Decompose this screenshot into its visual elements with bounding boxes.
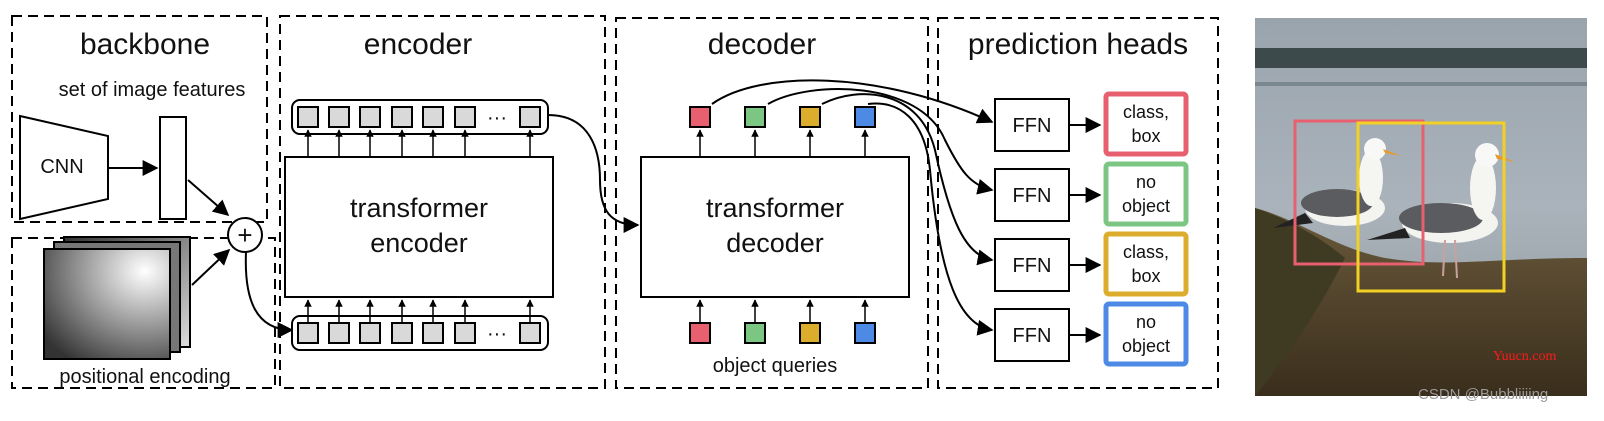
query-4-to-ffn-4 <box>867 102 994 336</box>
prediction-line2: object <box>1122 196 1170 216</box>
prediction-heads-title: prediction heads <box>968 28 1188 61</box>
right-gull-head <box>1475 143 1499 167</box>
encoder-input-token <box>422 322 444 344</box>
plus-to-encoder-arrow <box>244 251 294 338</box>
encoder-input-token <box>519 322 541 344</box>
image-features-label: set of image features <box>59 79 246 101</box>
prediction-output <box>1103 301 1189 367</box>
left-gull-head <box>1364 138 1386 160</box>
backbone-section <box>11 15 268 223</box>
bbox-right-gull <box>1356 121 1506 293</box>
left-gull-tail <box>1273 213 1313 228</box>
query-2-to-ffn-2 <box>767 88 994 195</box>
encoder-title: encoder <box>364 28 472 61</box>
encoder-section <box>279 15 606 389</box>
object-query <box>744 322 766 344</box>
decoder-output-embedding <box>744 106 766 128</box>
encoder-output-token <box>328 106 350 128</box>
encoder-output-token <box>297 106 319 128</box>
decoder-block-line2: decoder <box>726 228 824 258</box>
encoder-output-ellipsis: ··· <box>487 107 507 129</box>
encoder-input-token <box>391 322 413 344</box>
query-1-to-ffn-1 <box>711 79 994 124</box>
decoder-output-embedding <box>854 106 876 128</box>
right-gull-leg <box>1442 239 1446 277</box>
decoder-title: decoder <box>708 28 816 61</box>
prediction-line2: object <box>1122 336 1170 356</box>
encoder-input-ellipsis: ··· <box>487 323 507 345</box>
encoder-output-token <box>422 106 444 128</box>
prediction-line1: class, <box>1123 242 1169 262</box>
ffn-label: FFN <box>1013 185 1052 207</box>
moss <box>1255 208 1345 396</box>
object-queries-label: object queries <box>713 355 838 377</box>
object-query <box>689 322 711 344</box>
encoder-output-token <box>519 106 541 128</box>
left-gull-wing <box>1301 189 1373 217</box>
prediction-line1: class, <box>1123 102 1169 122</box>
left-gull-neck <box>1359 150 1383 206</box>
decoder-section <box>615 17 929 389</box>
ffn-box <box>994 238 1070 292</box>
right-gull-leg-2 <box>1454 239 1458 279</box>
left-gull-beak <box>1383 149 1401 156</box>
encoder-output-token <box>454 106 476 128</box>
encoder-input-token <box>328 322 350 344</box>
ffn-label: FFN <box>1013 115 1052 137</box>
sample-photo <box>1255 18 1587 396</box>
backbone-title: backbone <box>80 28 210 61</box>
encoder-block-line1: transformer <box>350 193 488 223</box>
encoder-input-token <box>297 322 319 344</box>
prediction-line1: no <box>1136 172 1156 192</box>
encoder-output-token <box>359 106 381 128</box>
decoder-block-line1: transformer <box>706 193 844 223</box>
features-to-plus-arrow <box>187 179 230 217</box>
site-watermark: Yuucn.com <box>1493 349 1557 364</box>
object-query <box>854 322 876 344</box>
encoder-block-line2: encoder <box>370 228 468 258</box>
decoder-output-embedding <box>799 106 821 128</box>
plus-symbol: + <box>237 220 252 250</box>
cnn-label: CNN <box>40 156 83 178</box>
transformer-decoder-block <box>640 156 910 298</box>
encoder-output-tokens <box>291 99 549 135</box>
cnn-trapezoid <box>19 114 109 221</box>
encoder-input-tokens <box>291 315 549 351</box>
encoder-output-token <box>391 106 413 128</box>
transformer-encoder-block <box>284 156 554 298</box>
right-gull-wing <box>1399 203 1483 233</box>
pos-enc-layer-1 <box>43 248 171 360</box>
ffn-box <box>994 308 1070 362</box>
posenc-to-plus-arrow <box>191 248 231 286</box>
query-3-to-ffn-3 <box>821 93 994 266</box>
right-gull-neck <box>1470 156 1496 220</box>
prediction-output <box>1103 161 1189 227</box>
ffn-label: FFN <box>1013 325 1052 347</box>
water-band-2 <box>1255 82 1587 86</box>
decoder-output-embedding <box>689 106 711 128</box>
positional-encoding-label: positional encoding <box>59 366 230 388</box>
right-gull-tail <box>1367 228 1410 240</box>
prediction-output <box>1103 91 1189 157</box>
prediction-line2: box <box>1131 126 1160 146</box>
feature-map <box>159 116 187 220</box>
ffn-label: FFN <box>1013 255 1052 277</box>
dark-water-band <box>1255 48 1587 68</box>
author-watermark: CSDN @Bubbliiiing <box>1418 386 1549 403</box>
prediction-line1: no <box>1136 312 1156 332</box>
prediction-output <box>1103 231 1189 297</box>
object-query <box>799 322 821 344</box>
encoder-input-token <box>359 322 381 344</box>
prediction-line2: box <box>1131 266 1160 286</box>
prediction-heads-section <box>937 17 1219 389</box>
encoder-to-decoder-arrow <box>547 114 640 233</box>
encoder-input-token <box>454 322 476 344</box>
